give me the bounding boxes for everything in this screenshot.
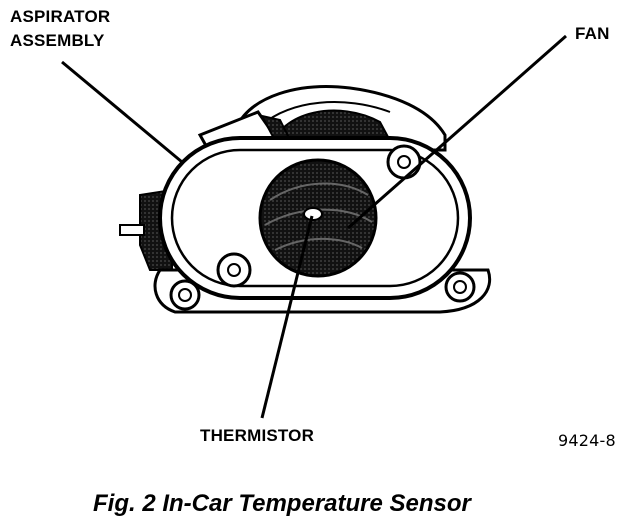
fan-leader-line xyxy=(347,34,567,230)
figure-number: 9424-8 xyxy=(558,431,616,450)
screw-upper-right xyxy=(386,144,422,180)
aspirator-label-line2: ASSEMBLY xyxy=(10,31,105,50)
fan-grille xyxy=(258,158,378,278)
screw-lower-left xyxy=(216,252,252,288)
thermistor-leader-line xyxy=(260,215,314,419)
figure-caption: Fig. 2 In-Car Temperature Sensor xyxy=(93,490,471,517)
sensor-illustration xyxy=(61,34,567,419)
aspirator-label-line1: ASPIRATOR xyxy=(10,7,111,26)
fan-label: FAN xyxy=(575,24,610,43)
thermistor-label: THERMISTOR xyxy=(200,426,315,445)
aspirator-leader-line xyxy=(61,60,183,164)
